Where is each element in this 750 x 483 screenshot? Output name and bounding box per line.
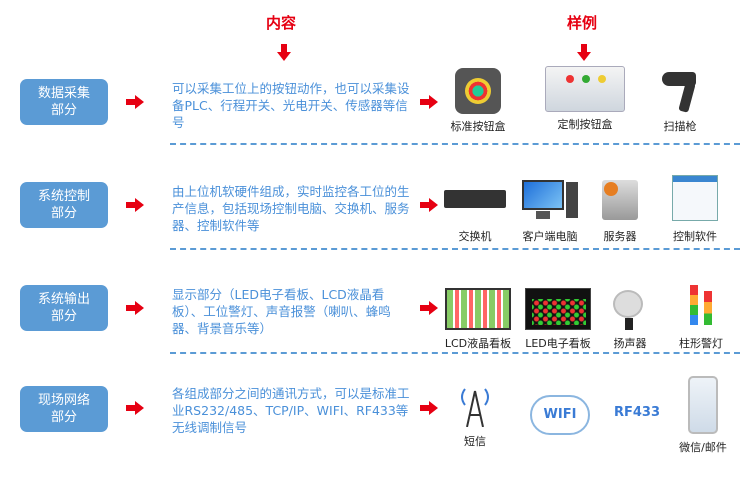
server-icon — [602, 180, 638, 220]
desktop-computer-icon — [522, 180, 578, 220]
lcd-board-icon — [445, 288, 511, 330]
example-tower-light: 柱形警灯 — [670, 285, 732, 351]
row-divider — [170, 248, 740, 250]
example-server: 服务器 — [595, 180, 645, 244]
rf433-label: RF433 — [613, 405, 661, 420]
example-custom-button-box: 定制按钮盒 — [540, 66, 630, 132]
category-data-collection: 数据采集部分 — [20, 79, 108, 125]
example-lcd-board: LCD液晶看板 — [440, 288, 516, 351]
example-switch: 交换机 — [440, 190, 510, 244]
network-switch-icon — [444, 190, 506, 208]
category-system-control: 系统控制部分 — [20, 182, 108, 228]
right-arrow-icon — [126, 95, 144, 109]
description-system-output: 显示部分（LED电子看板、LCD液晶看板）、工位警灯、声音报警（喇叭、蜂鸣器、背… — [172, 287, 391, 336]
right-arrow-icon — [420, 95, 438, 109]
down-arrow-icon — [577, 44, 591, 61]
row-divider — [170, 352, 740, 354]
signal-tower-icon — [455, 385, 495, 428]
tower-light-icon — [686, 285, 716, 330]
example-standard-button-box: 标准按钮盒 — [448, 68, 508, 134]
category-system-output: 系统输出部分 — [20, 285, 108, 331]
button-box-icon — [455, 68, 501, 114]
category-field-network: 现场网络部分 — [20, 386, 108, 432]
right-arrow-icon — [126, 401, 144, 415]
led-board-icon — [525, 288, 591, 330]
barcode-scanner-icon — [660, 68, 700, 114]
examples-header: 样例 — [567, 14, 598, 32]
right-arrow-icon — [420, 401, 438, 415]
right-arrow-icon — [420, 301, 438, 315]
down-arrow-icon — [277, 44, 291, 61]
description-field-network: 各组成部分之间的通讯方式，可以是标准工业RS232/485、TCP/IP、WIF… — [172, 386, 410, 435]
wifi-cloud: WIFI — [530, 395, 590, 435]
example-wechat-email: 微信/邮件 — [668, 376, 738, 455]
description-system-control: 由上位机软硬件组成，实时监控各工位的生产信息，包括现场控制电脑、交换机、服务器、… — [172, 184, 410, 233]
example-scanner: 扫描枪 — [650, 68, 710, 134]
horn-speaker-icon — [613, 288, 647, 330]
right-arrow-icon — [420, 198, 438, 212]
example-speaker: 扬声器 — [600, 288, 660, 351]
software-window-icon — [672, 175, 718, 221]
custom-button-box-icon — [545, 66, 625, 112]
example-control-software: 控制软件 — [660, 175, 730, 244]
right-arrow-icon — [126, 301, 144, 315]
smartphone-icon — [688, 376, 718, 434]
content-header: 内容 — [266, 14, 297, 32]
right-arrow-icon — [126, 198, 144, 212]
example-client-pc: 客户端电脑 — [515, 180, 585, 244]
example-led-board: LED电子看板 — [520, 288, 596, 351]
description-data-collection: 可以采集工位上的按钮动作，也可以采集设备PLC、行程开关、光电开关、传感器等信号 — [172, 81, 410, 130]
example-sms: 短信 — [445, 385, 505, 449]
row-divider — [170, 143, 740, 145]
